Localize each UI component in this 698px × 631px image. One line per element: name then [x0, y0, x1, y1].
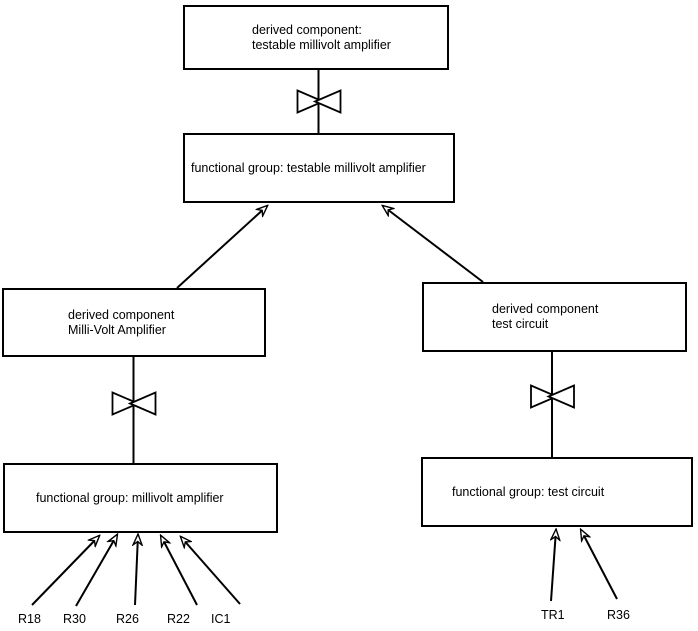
node-functional-group-millivolt-amplifier: functional group: millivolt amplifier [3, 463, 278, 533]
arrow-ic1 [181, 537, 241, 605]
leaf-label-tr1: TR1 [541, 608, 565, 622]
arrow-tr1 [551, 530, 556, 602]
leaf-label-r26: R26 [116, 612, 139, 626]
node-label-line: functional group: millivolt amplifier [36, 490, 224, 505]
node-derived-component-test-circuit: derived component test circuit [422, 282, 687, 352]
node-derived-component-testable-millivolt-amplifier: derived component: testable millivolt am… [183, 5, 449, 70]
node-label-line: functional group: testable millivolt amp… [191, 160, 426, 175]
node-label-line: test circuit [492, 317, 549, 331]
arrow-r18 [31, 536, 99, 606]
leaf-label-r36: R36 [607, 608, 630, 622]
node-functional-group-test-circuit: functional group: test circuit [421, 457, 693, 527]
arrow-r22 [161, 536, 198, 606]
leaf-label-ic1: IC1 [211, 612, 231, 626]
arrow-r26 [135, 535, 138, 606]
node-label-line: derived component: [252, 22, 362, 37]
leaf-label-r22: R22 [167, 612, 190, 626]
node-label-line: Milli-Volt Amplifier [68, 322, 166, 337]
node-functional-group-testable-millivolt-amplifier: functional group: testable millivolt amp… [183, 133, 455, 203]
leaf-label-r30: R30 [63, 612, 86, 626]
arrow-derived-mv-to-fg-testable [176, 206, 267, 289]
node-derived-component-milli-volt-amplifier: derived component Milli-Volt Amplifier [2, 288, 266, 357]
arrow-derived-test-to-fg-testable [383, 206, 484, 283]
arrow-r30 [75, 535, 117, 607]
bowtie-icon-top [296, 89, 342, 114]
leaf-label-r18: R18 [18, 612, 41, 626]
node-label-line: testable millivolt amplifier [252, 37, 391, 52]
bowtie-icon-right [530, 384, 575, 409]
node-label-line: derived component [492, 302, 599, 316]
node-label-line: functional group: test circuit [452, 484, 605, 499]
bowtie-icon-left [111, 391, 157, 416]
node-label-line: derived component [68, 307, 175, 322]
arrow-r36 [581, 530, 618, 600]
